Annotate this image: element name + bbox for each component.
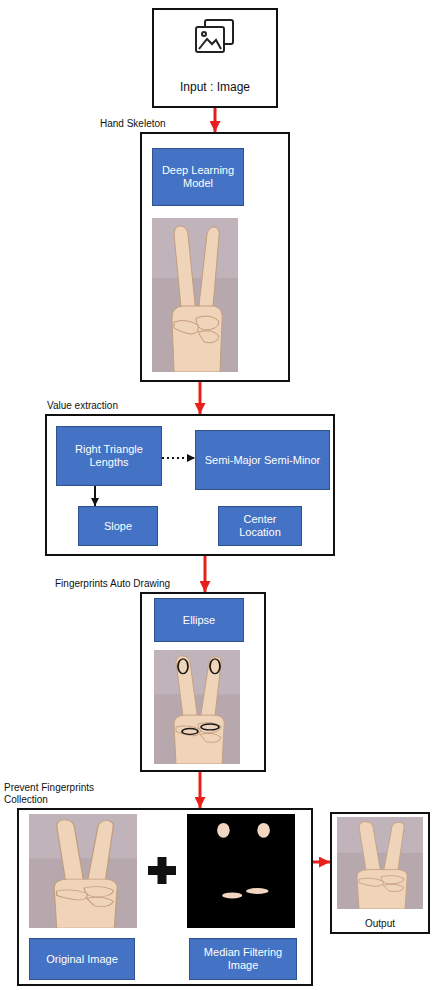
section-heading: Fingerprints Auto Drawing	[55, 578, 170, 589]
output-box: Output	[330, 812, 430, 934]
original-photo	[29, 814, 137, 928]
heading-holder: Fingerprints Auto Drawing	[55, 578, 170, 590]
process-label: Right Triangle Lengths	[60, 443, 158, 469]
process-box: Ellipse	[154, 598, 244, 642]
process-box: Deep Learning Model	[152, 148, 244, 206]
input-box: Input : Image	[152, 8, 278, 108]
stage-panel: Hand SkeletonDeep Learning Model	[140, 132, 290, 382]
box-label: Output	[365, 918, 395, 929]
flow-arrow	[199, 382, 202, 414]
output-photo	[337, 817, 423, 909]
process-label: Ellipse	[183, 614, 215, 627]
heading-holder: Prevent Fingerprints Collection	[4, 782, 116, 806]
section-heading: Value extraction	[47, 400, 118, 411]
flow-arrow	[94, 486, 96, 506]
image-icon	[196, 20, 233, 52]
process-box: Right Triangle Lengths	[56, 426, 162, 486]
process-box: Center Location	[218, 506, 302, 546]
process-label: Slope	[104, 520, 132, 533]
flow-arrow	[204, 556, 207, 592]
process-box: Slope	[78, 506, 158, 546]
process-box: Median Filtering Image	[189, 938, 297, 980]
process-label: Semi-Major Semi-Minor	[205, 454, 321, 467]
section-heading: Prevent Fingerprints Collection	[4, 782, 94, 805]
flow-arrow	[199, 772, 202, 808]
hand-photo-ellipses	[154, 650, 240, 764]
heading-holder: Hand Skeleton	[100, 118, 166, 130]
stage-panel: Value extractionRight Triangle LengthsSe…	[45, 414, 335, 556]
section-heading: Hand Skeleton	[100, 118, 166, 129]
flow-arrow	[313, 861, 330, 864]
stage-panel: Prevent Fingerprints CollectionOriginal …	[17, 808, 313, 986]
flow-arrow	[162, 457, 195, 459]
plus-sign	[148, 857, 176, 884]
heading-holder: Value extraction	[47, 400, 118, 412]
process-label: Original Image	[46, 953, 118, 966]
process-box: Semi-Major Semi-Minor	[195, 430, 330, 490]
flow-arrow	[214, 108, 217, 132]
hand-photo	[152, 218, 238, 372]
stage-panel: Fingerprints Auto DrawingEllipse	[140, 592, 266, 772]
process-box: Original Image	[29, 938, 135, 980]
box-label: Input : Image	[180, 80, 250, 94]
process-label: Median Filtering Image	[193, 946, 293, 972]
median-filter-image	[187, 814, 295, 928]
process-label: Deep Learning Model	[156, 164, 240, 190]
process-label: Center Location	[222, 513, 298, 539]
